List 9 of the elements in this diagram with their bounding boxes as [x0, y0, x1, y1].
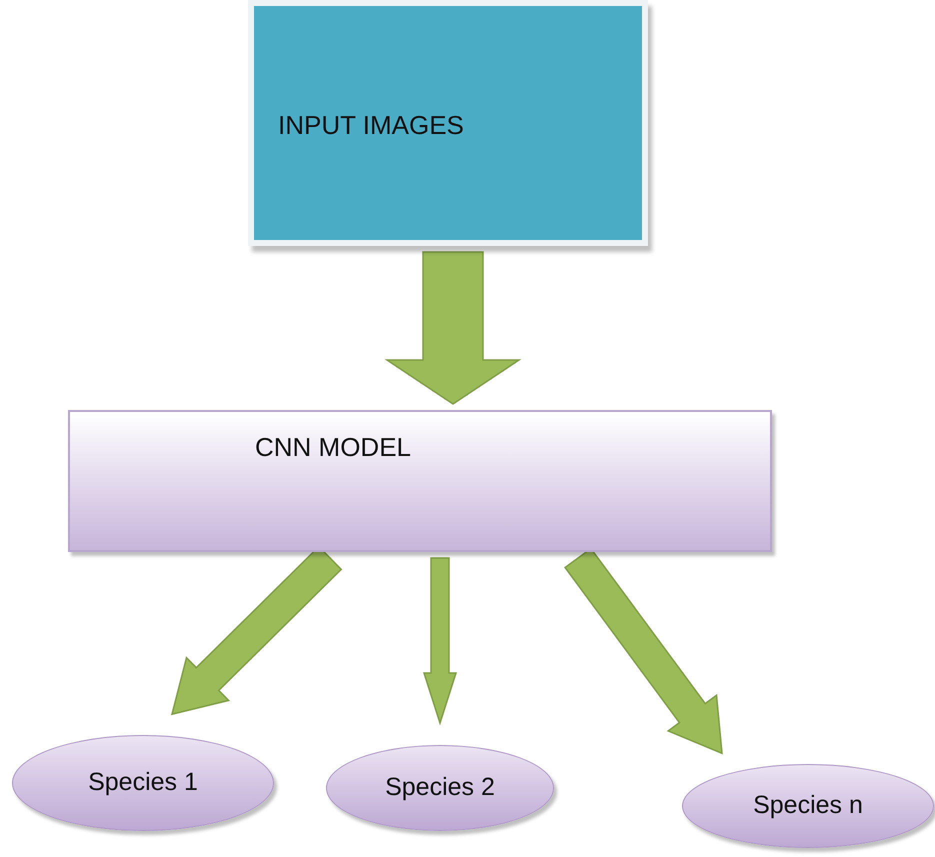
process-box [248, 0, 648, 246]
node-label: CNN MODEL [255, 431, 412, 464]
process-box [68, 410, 772, 552]
node-label: Species 2 [385, 772, 495, 804]
block-arrow [384, 251, 522, 405]
node-label: Species 1 [88, 767, 198, 798]
node-label: Species n [753, 790, 863, 822]
block-arrow [422, 557, 458, 726]
node-label: INPUT IMAGES [278, 109, 464, 142]
